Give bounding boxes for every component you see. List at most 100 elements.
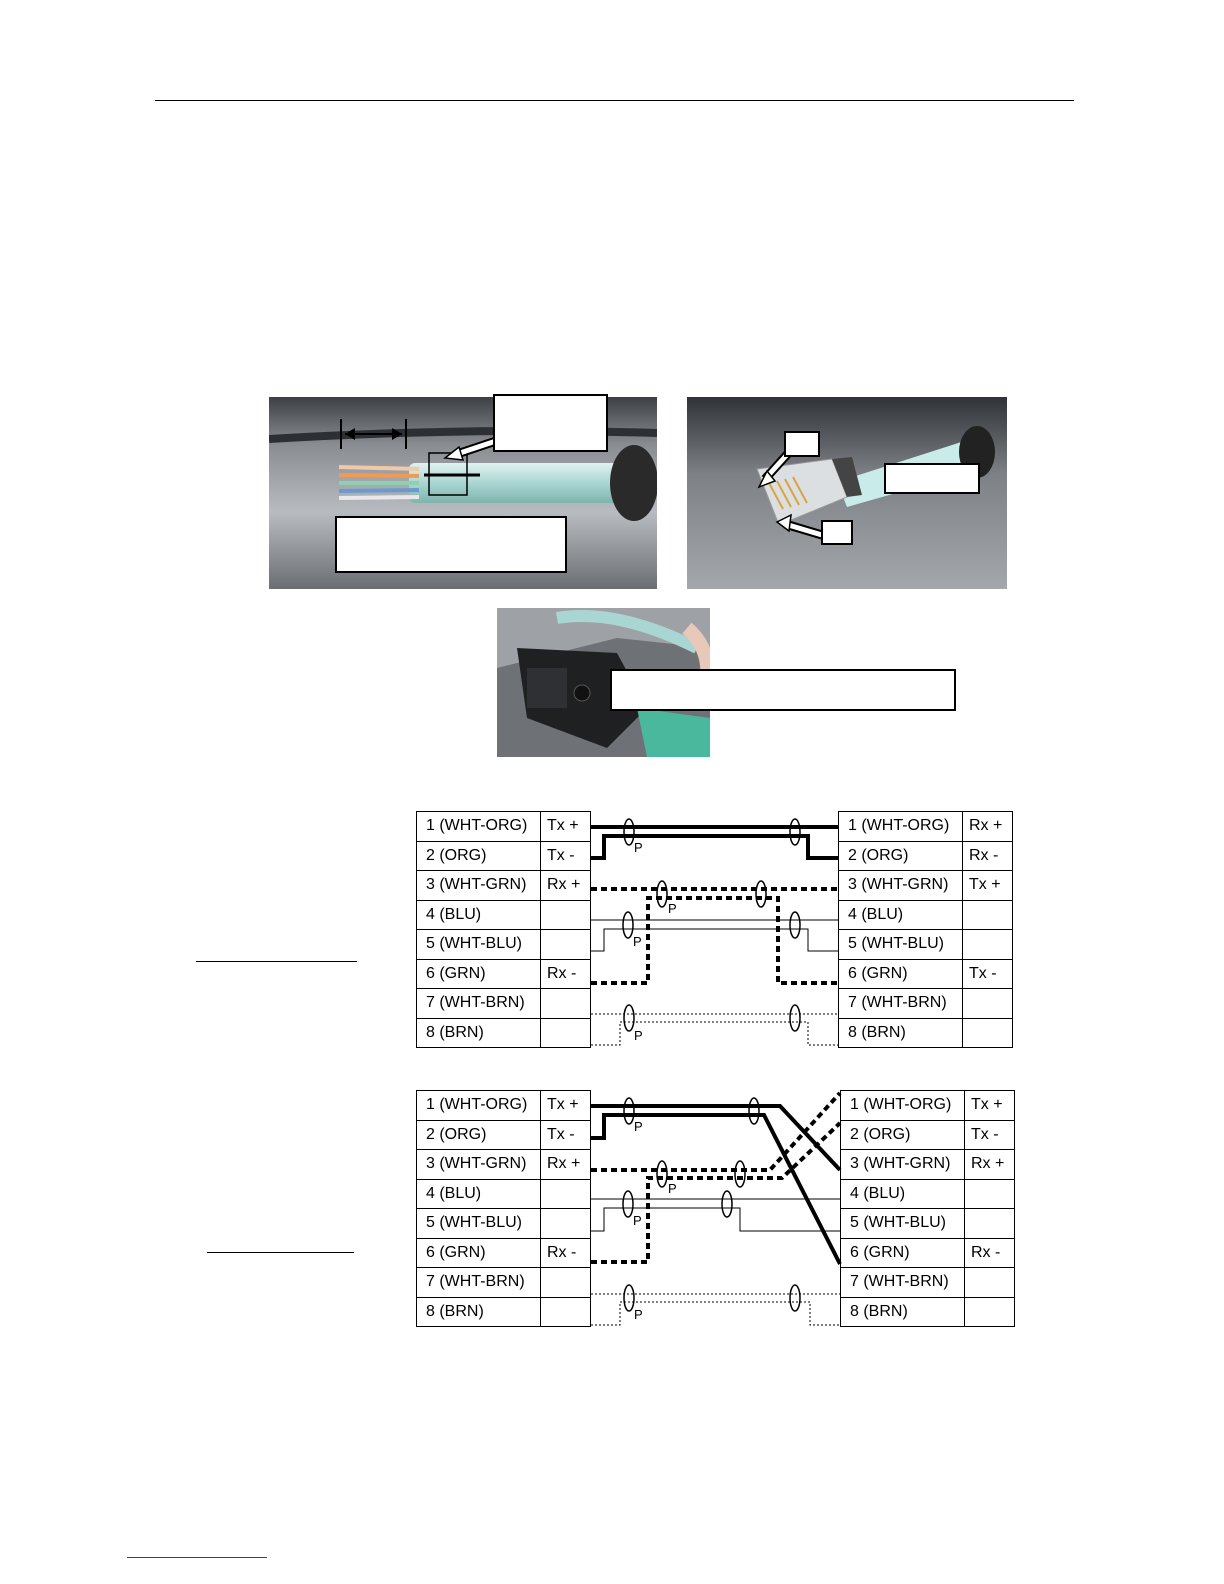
table-row: 6 (GRN)Rx - bbox=[416, 958, 591, 989]
pair-label: P bbox=[668, 1181, 677, 1196]
straight-right-pin-table: 1 (WHT-ORG)Rx + 2 (ORG)Rx - 3 (WHT-GRN)T… bbox=[838, 811, 1013, 1048]
pin-signal: Rx + bbox=[540, 870, 591, 901]
pin-name: 3 (WHT-GRN) bbox=[840, 1149, 965, 1180]
label-underline-crossover bbox=[207, 1252, 354, 1253]
table-row: 4 (BLU) bbox=[838, 899, 1013, 930]
pin-name: 2 (ORG) bbox=[416, 840, 541, 871]
table-row: 1 (WHT-ORG)Tx + bbox=[840, 1090, 1015, 1121]
table-row: 6 (GRN)Tx - bbox=[838, 958, 1013, 989]
crossover-right-pin-table: 1 (WHT-ORG)Tx + 2 (ORG)Tx - 3 (WHT-GRN)R… bbox=[840, 1090, 1015, 1327]
pin-name: 8 (BRN) bbox=[416, 1017, 541, 1048]
twist-marker bbox=[622, 1190, 634, 1218]
twist-marker bbox=[721, 1190, 733, 1218]
table-row: 4 (BLU) bbox=[416, 899, 591, 930]
table-row: 2 (ORG)Rx - bbox=[838, 840, 1013, 871]
pin-signal bbox=[540, 1178, 591, 1209]
twist-marker bbox=[789, 911, 801, 939]
wire-pin3 bbox=[591, 1091, 842, 1172]
pin-signal bbox=[962, 988, 1013, 1019]
pin-signal: Tx - bbox=[540, 840, 591, 871]
pin-signal bbox=[540, 929, 591, 960]
twist-marker bbox=[789, 1284, 801, 1312]
pin-signal bbox=[540, 1017, 591, 1048]
pin-signal: Rx + bbox=[540, 1149, 591, 1180]
pin-name: 4 (BLU) bbox=[840, 1178, 965, 1209]
pin-name: 3 (WHT-GRN) bbox=[838, 870, 963, 901]
pin-signal: Tx + bbox=[964, 1090, 1015, 1121]
table-row: 5 (WHT-BLU) bbox=[416, 1208, 591, 1239]
pair-label: P bbox=[633, 934, 642, 949]
pin-name: 5 (WHT-BLU) bbox=[416, 1208, 541, 1239]
table-row: 2 (ORG)Tx - bbox=[416, 840, 591, 871]
pair-label: P bbox=[634, 1307, 643, 1322]
twist-marker bbox=[623, 818, 635, 846]
pair-label: P bbox=[634, 1119, 643, 1134]
table-row: 4 (BLU) bbox=[840, 1178, 1015, 1209]
pin-name: 4 (BLU) bbox=[416, 1178, 541, 1209]
footer-link-underline bbox=[127, 1557, 267, 1558]
callout-box-plug-right bbox=[884, 463, 980, 494]
pin-signal: Tx + bbox=[962, 870, 1013, 901]
pin-name: 1 (WHT-ORG) bbox=[416, 1090, 541, 1121]
twist-marker bbox=[623, 1284, 635, 1312]
pin-signal bbox=[540, 1296, 591, 1327]
table-row: 5 (WHT-BLU) bbox=[840, 1208, 1015, 1239]
pin-name: 3 (WHT-GRN) bbox=[416, 1149, 541, 1180]
table-row: 3 (WHT-GRN)Rx + bbox=[416, 870, 591, 901]
twist-marker bbox=[755, 880, 767, 908]
pin-signal: Tx - bbox=[962, 958, 1013, 989]
table-row: 3 (WHT-GRN)Tx + bbox=[838, 870, 1013, 901]
pair-label: P bbox=[634, 1028, 643, 1043]
twist-marker bbox=[623, 1097, 635, 1125]
pair-label: P bbox=[634, 840, 643, 855]
wire-pin2 bbox=[591, 834, 838, 860]
pin-name: 2 (ORG) bbox=[840, 1119, 965, 1150]
pin-signal bbox=[540, 1267, 591, 1298]
callout-box-top bbox=[493, 394, 608, 452]
table-row: 8 (BRN) bbox=[416, 1296, 591, 1327]
pin-name: 7 (WHT-BRN) bbox=[416, 1267, 541, 1298]
label-underline-straight bbox=[196, 961, 357, 962]
twist-marker bbox=[789, 818, 801, 846]
table-row: 5 (WHT-BLU) bbox=[416, 929, 591, 960]
pin-name: 6 (GRN) bbox=[416, 1237, 541, 1268]
pin-name: 2 (ORG) bbox=[416, 1119, 541, 1150]
pin-signal bbox=[540, 1208, 591, 1239]
pin-name: 1 (WHT-ORG) bbox=[416, 811, 541, 842]
pin-signal bbox=[964, 1178, 1015, 1209]
wire-pin5 bbox=[591, 1207, 840, 1232]
callout-box-strip bbox=[335, 516, 567, 573]
table-row: 7 (WHT-BRN) bbox=[416, 988, 591, 1019]
wire-pin8 bbox=[591, 1021, 838, 1046]
twist-marker bbox=[656, 1160, 668, 1188]
table-row: 8 (BRN) bbox=[840, 1296, 1015, 1327]
pin-signal: Tx + bbox=[540, 811, 591, 842]
pin-name: 5 (WHT-BLU) bbox=[416, 929, 541, 960]
pin-signal bbox=[540, 899, 591, 930]
pin-name: 6 (GRN) bbox=[838, 958, 963, 989]
pin-signal bbox=[964, 1267, 1015, 1298]
pin-signal: Rx + bbox=[964, 1149, 1015, 1180]
pin-signal: Tx - bbox=[540, 1119, 591, 1150]
table-row: 1 (WHT-ORG)Tx + bbox=[416, 1090, 591, 1121]
pin-name: 8 (BRN) bbox=[416, 1296, 541, 1327]
wire-pin2 bbox=[591, 1113, 842, 1265]
pin-signal: Tx - bbox=[964, 1119, 1015, 1150]
wire-pin1 bbox=[591, 1104, 842, 1172]
pin-signal bbox=[962, 899, 1013, 930]
pin-name: 5 (WHT-BLU) bbox=[840, 1208, 965, 1239]
wire-pin8 bbox=[591, 1301, 840, 1326]
table-row: 2 (ORG)Tx - bbox=[840, 1119, 1015, 1150]
twist-marker bbox=[748, 1097, 760, 1125]
pin-signal bbox=[964, 1208, 1015, 1239]
table-row: 6 (GRN)Rx - bbox=[416, 1237, 591, 1268]
crossover-left-pin-table: 1 (WHT-ORG)Tx + 2 (ORG)Tx - 3 (WHT-GRN)R… bbox=[416, 1090, 591, 1327]
pin-name: 4 (BLU) bbox=[416, 899, 541, 930]
pin-name: 1 (WHT-ORG) bbox=[838, 811, 963, 842]
pin-name: 8 (BRN) bbox=[840, 1296, 965, 1327]
pin-name: 5 (WHT-BLU) bbox=[838, 929, 963, 960]
pin-signal bbox=[964, 1296, 1015, 1327]
twist-marker bbox=[734, 1160, 746, 1188]
table-row: 3 (WHT-GRN)Rx + bbox=[416, 1149, 591, 1180]
